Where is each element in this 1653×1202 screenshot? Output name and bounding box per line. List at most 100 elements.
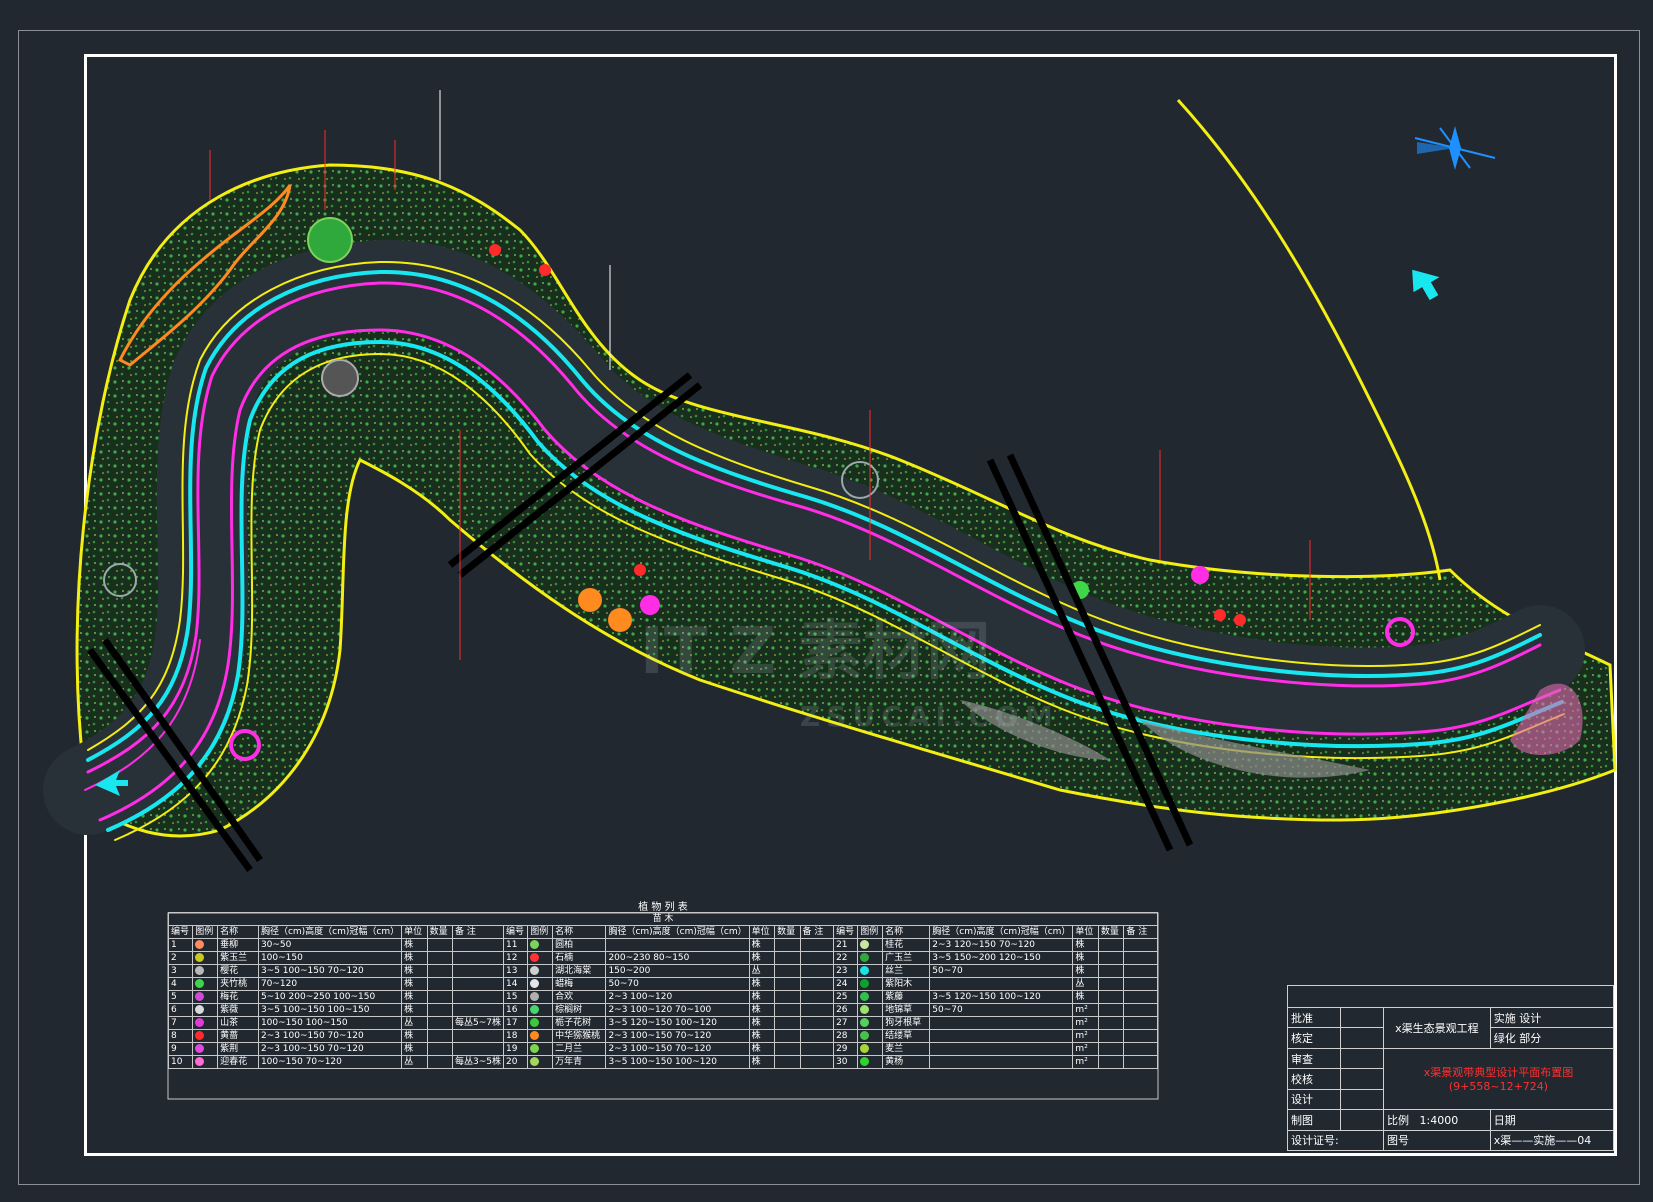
plant-qty (774, 977, 801, 991)
plant-qty (426, 938, 454, 952)
plant-table-header-cell: 数量 (1097, 925, 1125, 939)
plant-icon (857, 964, 884, 978)
drawing-range: (9+558~12+724) (1448, 1080, 1549, 1094)
plant-unit: 株 (401, 938, 428, 952)
project-name: x渠生态景观工程 (1383, 1007, 1491, 1049)
plant-spec: 50~70 (605, 977, 750, 991)
plant-icon (857, 951, 884, 965)
plant-qty (774, 1003, 801, 1017)
approve-label: 批准 (1287, 1006, 1341, 1029)
plant-icon (527, 977, 554, 991)
scale-value: 1:4000 (1419, 1113, 1459, 1127)
plant-no: 29 (833, 1042, 859, 1056)
plant-icon (527, 1016, 554, 1030)
plant-unit: 丛 (401, 1055, 428, 1069)
plant-spec: 100~150 70~120 (257, 1055, 403, 1069)
plant-legend-icon (195, 992, 205, 1001)
plant-unit: 株 (748, 977, 776, 991)
plant-legend-icon (860, 992, 870, 1001)
dwg-no-label: 图号 (1383, 1129, 1491, 1152)
plant-note (799, 938, 835, 952)
plant-legend-icon (195, 953, 205, 962)
plant-unit: 株 (748, 1042, 776, 1056)
plant-note (1123, 951, 1158, 965)
plant-spec (929, 1055, 1074, 1069)
plant-icon (192, 951, 219, 965)
plant-name: 狗牙根草 (882, 1016, 931, 1030)
plant-name: 圆柏 (552, 938, 607, 952)
plant-unit: 株 (748, 990, 776, 1004)
plant-name: 垂柳 (217, 938, 259, 952)
plant-name: 夹竹桃 (217, 977, 259, 991)
plant-unit: 株 (401, 990, 428, 1004)
plant-qty (1097, 938, 1125, 952)
plant-spec: 5~10 200~250 100~150 (257, 990, 403, 1004)
plant-note (452, 990, 505, 1004)
plant-spec: 70~120 (257, 977, 403, 991)
plant-spec (929, 977, 1074, 991)
plant-table-header-cell: 备 注 (452, 925, 505, 939)
plant-icon (192, 977, 219, 991)
plant-name: 紫玉兰 (217, 951, 259, 965)
plant-name: 二月兰 (552, 1042, 607, 1056)
plant-legend-icon (860, 1005, 870, 1014)
plant-spec: 3~5 100~150 100~150 (257, 1003, 403, 1017)
check-final-label: 核定 (1287, 1027, 1341, 1049)
proofread-label: 校核 (1287, 1068, 1341, 1090)
design-label: 设计 (1287, 1088, 1341, 1111)
plant-no: 1 (167, 938, 194, 952)
plant-spec (929, 1042, 1074, 1056)
plant-spec: 100~150 (257, 951, 403, 965)
plant-unit: 株 (401, 1042, 428, 1056)
plant-no: 6 (167, 1003, 194, 1017)
review-label: 审查 (1287, 1047, 1341, 1070)
plant-no: 21 (833, 938, 859, 952)
plant-no: 28 (833, 1029, 859, 1043)
plant-icon (527, 938, 554, 952)
plant-qty (1097, 951, 1125, 965)
plant-no: 3 (167, 964, 194, 978)
plant-no: 30 (833, 1055, 859, 1069)
plant-note (1123, 1003, 1158, 1017)
plant-note (452, 938, 505, 952)
plant-name: 紫阳木 (882, 977, 931, 991)
plant-qty (1097, 1055, 1125, 1069)
plant-spec: 3~5 100~150 70~120 (257, 964, 403, 978)
plant-note (1123, 977, 1158, 991)
plant-spec: 50~70 (929, 1003, 1074, 1017)
plant-icon (857, 977, 884, 991)
plant-name: 黄杨 (882, 1055, 931, 1069)
plant-no: 4 (167, 977, 194, 991)
plant-icon (527, 1029, 554, 1043)
plant-note (1123, 938, 1158, 952)
plant-name: 紫薇 (217, 1003, 259, 1017)
plant-note (452, 977, 505, 991)
plant-table-subtitle: 苗 木 (168, 912, 1158, 926)
plant-table-header-cell: 编号 (503, 925, 529, 939)
plant-spec: 200~230 80~150 (605, 951, 750, 965)
plant-table-header-cell: 名称 (217, 925, 259, 939)
dept-line-2: 绿化 部分 (1489, 1027, 1615, 1049)
plant-unit: 株 (748, 1029, 776, 1043)
plant-qty (1097, 1016, 1125, 1030)
plant-icon (527, 990, 554, 1004)
plant-legend-icon (530, 1018, 540, 1027)
plant-no: 13 (503, 964, 529, 978)
plant-no: 19 (503, 1042, 529, 1056)
plant-legend-icon (530, 1005, 540, 1014)
plant-unit: 丛 (401, 1016, 428, 1030)
plant-icon (857, 1016, 884, 1030)
plant-qty (1097, 990, 1125, 1004)
drafting-label: 制图 (1287, 1109, 1341, 1131)
plant-unit: m² (1072, 1003, 1099, 1017)
flow-arrow-icon (95, 269, 1440, 796)
plant-qty (426, 1042, 454, 1056)
plant-note (799, 951, 835, 965)
plant-icon (192, 1042, 219, 1056)
plant-table-header-cell: 图例 (527, 925, 554, 939)
plant-no: 18 (503, 1029, 529, 1043)
